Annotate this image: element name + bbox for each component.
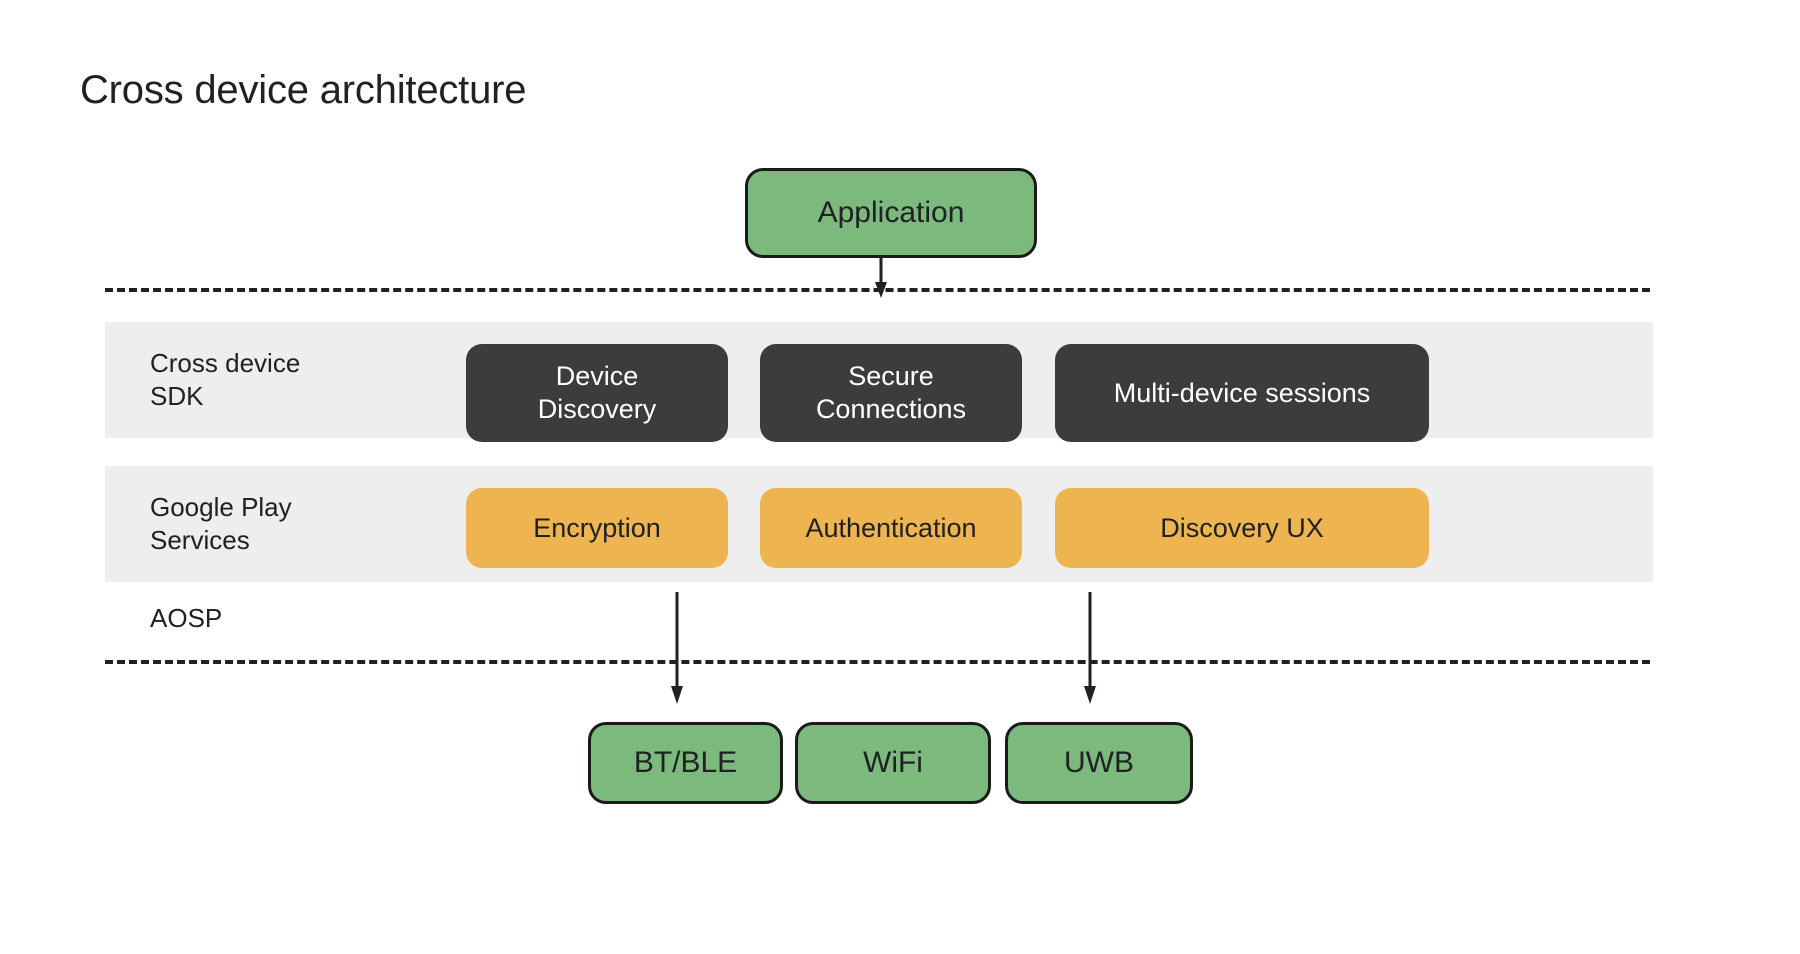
component-multi-device-sessions[interactable]: Multi-device sessions xyxy=(1055,344,1429,442)
transport-uwb[interactable]: UWB xyxy=(1005,722,1193,804)
separator-bottom-boundary xyxy=(105,660,1650,664)
arrow-discovery-ux-to-uwb-icon xyxy=(1084,592,1096,704)
component-secure-connections[interactable]: Secure Connections xyxy=(760,344,1022,442)
arrow-encryption-to-bt-ble-icon xyxy=(671,592,683,704)
transport-wifi[interactable]: WiFi xyxy=(795,722,991,804)
component-device-discovery[interactable]: Device Discovery xyxy=(466,344,728,442)
component-encryption[interactable]: Encryption xyxy=(466,488,728,568)
application-box[interactable]: Application xyxy=(745,168,1037,258)
separator-top-boundary xyxy=(105,288,1650,292)
layer-label-google-play-services: Google Play Services xyxy=(150,492,292,555)
component-discovery-ux[interactable]: Discovery UX xyxy=(1055,488,1429,568)
layer-label-aosp: AOSP xyxy=(150,603,223,633)
component-authentication[interactable]: Authentication xyxy=(760,488,1022,568)
layer-label-cross-device-sdk: Cross device SDK xyxy=(150,348,301,411)
page-title: Cross device architecture xyxy=(80,68,527,112)
transport-bt-ble[interactable]: BT/BLE xyxy=(588,722,783,804)
